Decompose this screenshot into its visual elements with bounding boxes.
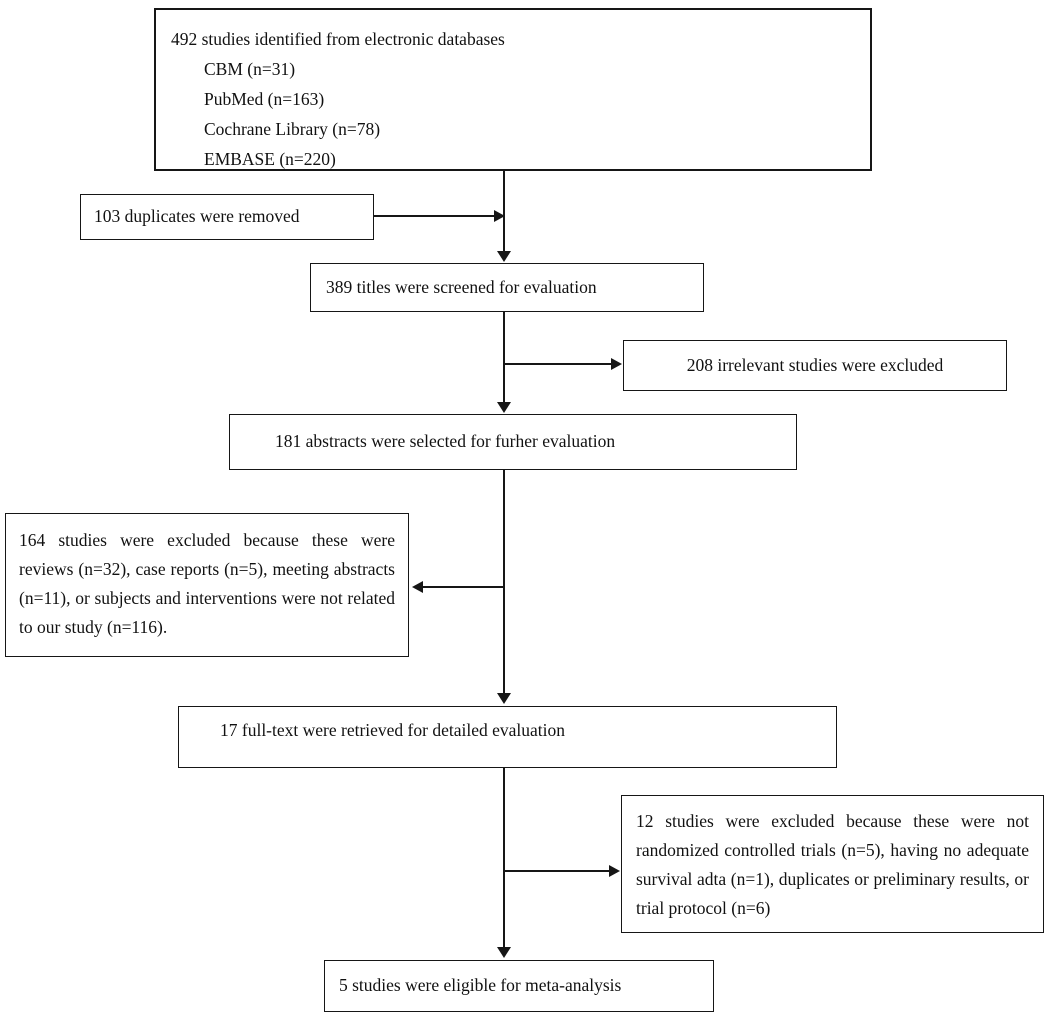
box-fulltext-retrieved: 17 full-text were retrieved for detailed… (178, 706, 837, 768)
flow-line-branch-abstracts-excluded (423, 586, 505, 588)
box-eligible: 5 studies were eligible for meta-analysi… (324, 960, 714, 1012)
box-abstracts-excluded: 164 studies were excluded because these … (5, 513, 409, 657)
box-abstracts-selected: 181 abstracts were selected for furher e… (229, 414, 797, 470)
eligible-label: 5 studies were eligible for meta-analysi… (339, 975, 622, 996)
box-studies-identified-content: 492 studies identified from electronic d… (156, 10, 870, 174)
database-item-cbm: CBM (n=31) (204, 59, 296, 79)
database-item-cochrane: Cochrane Library (n=78) (204, 119, 381, 139)
arrowhead-into-fulltext-retrieved (497, 693, 511, 704)
abstracts-selected-label: 181 abstracts were selected for furher e… (275, 431, 616, 452)
arrowhead-into-titles-screened (497, 251, 511, 262)
box-duplicates-removed: 103 duplicates were removed (80, 194, 374, 240)
arrowhead-into-abstracts-excluded (412, 581, 423, 593)
arrowhead-into-fulltext-excluded (609, 865, 620, 877)
database-item-embase: EMBASE (n=220) (204, 149, 336, 169)
box-irrelevant-excluded: 208 irrelevant studies were excluded (623, 340, 1007, 391)
flow-line-screened-to-abstracts (503, 312, 505, 404)
titles-screened-label: 389 titles were screened for evaluation (326, 276, 597, 297)
arrowhead-duplicates-into-mainline (494, 210, 505, 222)
duplicates-removed-label: 103 duplicates were removed (94, 206, 300, 227)
arrowhead-into-irrelevant-excluded (611, 358, 622, 370)
database-item-pubmed: PubMed (n=163) (204, 89, 325, 109)
fulltext-excluded-label: 12 studies were excluded because these w… (636, 811, 1029, 918)
flow-line-duplicates-branch (374, 215, 495, 217)
box-titles-screened: 389 titles were screened for evaluation (310, 263, 704, 312)
box-fulltext-excluded: 12 studies were excluded because these w… (621, 795, 1044, 933)
fulltext-retrieved-label: 17 full-text were retrieved for detailed… (220, 720, 565, 740)
irrelevant-excluded-label: 208 irrelevant studies were excluded (686, 354, 944, 375)
flow-line-abstracts-to-fulltext (503, 470, 505, 694)
flow-line-branch-irrelevant (503, 363, 612, 365)
box-studies-identified: 492 studies identified from electronic d… (154, 8, 872, 171)
flow-line-fulltext-to-eligible (503, 768, 505, 949)
arrowhead-into-eligible (497, 947, 511, 958)
arrowhead-into-abstracts-selected (497, 402, 511, 413)
abstracts-excluded-label: 164 studies were excluded because these … (19, 530, 395, 637)
identified-title: 492 studies identified from electronic d… (171, 29, 505, 49)
flow-line-branch-fulltext-excluded (503, 870, 610, 872)
